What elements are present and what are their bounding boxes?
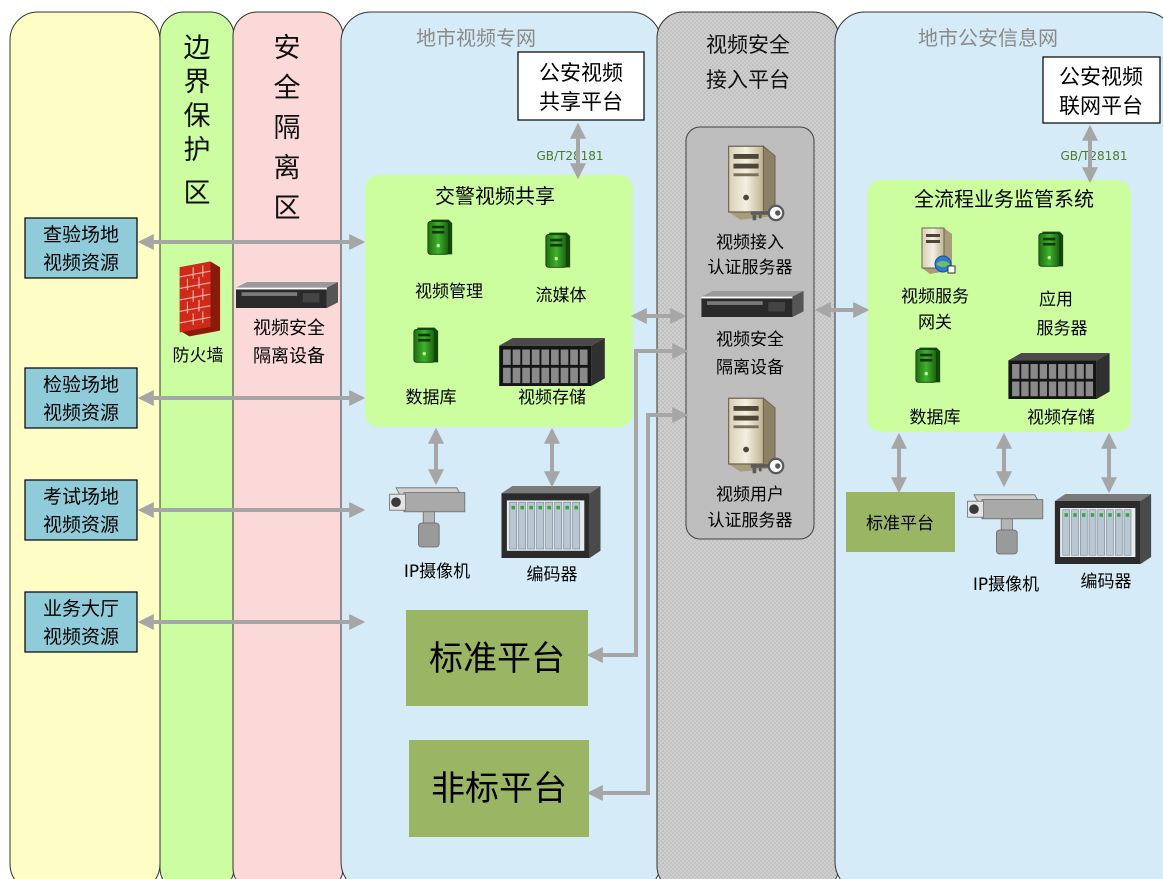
- svg-text:共享平台: 共享平台: [539, 90, 623, 114]
- police-storage-label: 视频存储: [1027, 408, 1095, 428]
- connector-arrows: [137, 122, 1117, 801]
- source-box-inspection: 查验场地 视频资源: [24, 217, 138, 279]
- database-server-icon: [413, 327, 439, 363]
- supervision-system-title: 全流程业务监管系统: [914, 187, 1094, 211]
- source-zone: [9, 11, 161, 879]
- city-protocol-label: GB/T28181: [536, 149, 603, 163]
- police-database-label: 数据库: [910, 408, 961, 428]
- video-gateway-icon: [921, 227, 956, 275]
- police-net-title: 地市公安信息网: [918, 26, 1058, 50]
- app-server-label-2: 服务器: [1037, 319, 1088, 339]
- svg-text:区: 区: [184, 178, 211, 209]
- isolation-zone-title: 安 全 隔 离 区: [274, 33, 301, 224]
- svg-text:标准平台: 标准平台: [866, 514, 934, 534]
- encoder-icon: [501, 486, 601, 558]
- network-platform-box: 公安视频 联网平台: [1042, 56, 1161, 124]
- svg-text:非标平台: 非标平台: [431, 769, 567, 809]
- std-platform-box: 标准平台: [406, 610, 588, 706]
- encoder-label: 编码器: [527, 565, 578, 585]
- video-gateway-label-1: 视频服务: [901, 287, 969, 307]
- user-auth-server-icon: [728, 397, 776, 473]
- police-ip-camera-label: IP摄像机: [973, 575, 1039, 595]
- access-title-1: 视频安全: [706, 33, 790, 57]
- database-label: 数据库: [406, 388, 457, 408]
- svg-text:视频资源: 视频资源: [43, 626, 119, 648]
- isolation-device-label-2: 隔离设备: [253, 346, 325, 367]
- access-server-group: [685, 126, 815, 540]
- police-std-platform-box: 标准平台: [846, 492, 955, 552]
- video-storage-label: 视频存储: [518, 388, 586, 408]
- access-auth-server-icon: [728, 145, 776, 221]
- access-title-2: 接入平台: [706, 68, 790, 92]
- svg-text:全: 全: [274, 73, 301, 104]
- access-isolation-label-1: 视频安全: [716, 330, 784, 350]
- svg-text:考试场地: 考试场地: [43, 486, 119, 508]
- svg-text:标准平台: 标准平台: [429, 639, 565, 679]
- svg-text:边: 边: [184, 33, 211, 64]
- svg-text:公安视频: 公安视频: [1059, 65, 1143, 89]
- police-protocol-label: GB/T28181: [1060, 149, 1127, 163]
- police-network-zone: [834, 11, 1163, 879]
- user-auth-label-2: 认证服务器: [708, 511, 793, 531]
- app-server-label-1: 应用: [1039, 290, 1073, 310]
- police-database-icon: [915, 347, 941, 383]
- isolation-device-icon: [236, 282, 338, 308]
- svg-text:离: 离: [274, 153, 301, 184]
- svg-text:查验场地: 查验场地: [43, 224, 119, 246]
- video-mgmt-label: 视频管理: [415, 282, 483, 302]
- svg-text:视频资源: 视频资源: [43, 514, 119, 536]
- traffic-video-share-title: 交警视频共享: [435, 184, 555, 208]
- source-box-testing: 检验场地 视频资源: [24, 367, 138, 429]
- app-server-icon: [1038, 231, 1064, 267]
- share-platform-box: 公安视频 共享平台: [517, 51, 645, 121]
- svg-text:安: 安: [274, 33, 301, 64]
- source-box-service-hall: 业务大厅 视频资源: [24, 591, 138, 653]
- isolation-device-label-1: 视频安全: [253, 318, 325, 339]
- access-auth-label-2: 认证服务器: [708, 258, 793, 278]
- svg-text:检验场地: 检验场地: [43, 374, 119, 396]
- video-storage-icon: [499, 338, 605, 386]
- svg-text:界: 界: [184, 67, 211, 98]
- police-encoder-icon: [1054, 494, 1152, 564]
- ip-camera-label: IP摄像机: [404, 562, 470, 582]
- firewall-label: 防火墙: [173, 346, 224, 366]
- access-auth-label-1: 视频接入: [716, 233, 784, 253]
- access-isolation-device-icon: [701, 291, 804, 317]
- city-net-title: 地市视频专网: [416, 26, 536, 50]
- access-isolation-label-2: 隔离设备: [716, 358, 784, 378]
- source-box-exam: 考试场地 视频资源: [24, 479, 138, 541]
- video-mgmt-server-icon: [427, 219, 453, 255]
- svg-text:公安视频: 公安视频: [539, 61, 623, 85]
- stream-media-server-icon: [545, 232, 571, 268]
- border-zone-title: 边 界 保 护 区: [184, 33, 211, 209]
- user-auth-label-1: 视频用户: [716, 485, 784, 505]
- police-storage-icon: [1008, 353, 1110, 399]
- svg-text:视频资源: 视频资源: [43, 402, 119, 424]
- svg-text:隔: 隔: [274, 113, 301, 144]
- arrow-nonstd-platform-to-access: [586, 407, 689, 801]
- svg-text:区: 区: [274, 193, 301, 224]
- police-encoder-label: 编码器: [1081, 572, 1132, 592]
- svg-text:业务大厅: 业务大厅: [43, 598, 119, 620]
- firewall-icon: [179, 260, 221, 337]
- svg-text:保: 保: [184, 101, 211, 132]
- video-gateway-label-2: 网关: [918, 313, 952, 333]
- svg-text:联网平台: 联网平台: [1059, 94, 1143, 118]
- stream-media-label: 流媒体: [536, 286, 587, 306]
- svg-text:护: 护: [184, 135, 211, 166]
- svg-text:视频资源: 视频资源: [43, 252, 119, 274]
- nonstd-platform-box: 非标平台: [409, 740, 589, 837]
